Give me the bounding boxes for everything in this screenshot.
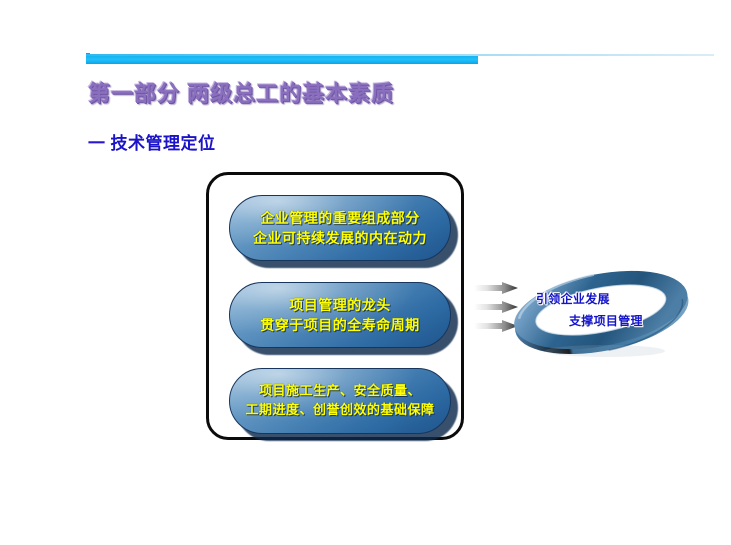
pill-body: 项目施工生产、安全质量、 工期进度、创誉创效的基础保障 — [229, 368, 451, 434]
diagram-group-frame: 企业管理的重要组成部分 企业可持续发展的内在动力 项目管理的龙头 贯穿于项目的全… — [206, 172, 464, 441]
pill-line: 企业管理的重要组成部分 — [260, 209, 420, 226]
subtitle-marker: 一 — [88, 134, 106, 153]
pill-line: 企业可持续发展的内在动力 — [253, 230, 427, 246]
arrow-group — [474, 281, 518, 333]
arrow-right-icon — [474, 281, 518, 294]
arrow-right-icon — [474, 300, 518, 313]
torus-shape: 引领企业发展 支撑项目管理 — [505, 263, 697, 359]
header-thick-bar — [86, 56, 478, 64]
arrow-right-icon — [474, 319, 518, 332]
pill-line: 项目施工生产、安全质量、 — [258, 383, 421, 399]
pill-line: 贯穿于项目的全寿命周期 — [260, 317, 420, 333]
pill-line: 工期进度、创誉创效的基础保障 — [245, 402, 435, 417]
diagram-pill-3[interactable]: 项目施工生产、安全质量、 工期进度、创誉创效的基础保障 — [229, 368, 458, 441]
pill-body: 项目管理的龙头 贯穿于项目的全寿命周期 — [229, 282, 451, 348]
header-thin-rule — [86, 54, 714, 56]
subtitle-label: 技术管理定位 — [110, 134, 216, 153]
diagram-pill-2[interactable]: 项目管理的龙头 贯穿于项目的全寿命周期 — [229, 282, 458, 355]
section-subtitle: 一技术管理定位 — [88, 129, 216, 154]
pill-body: 企业管理的重要组成部分 企业可持续发展的内在动力 — [229, 195, 451, 261]
pill-line: 项目管理的龙头 — [289, 296, 391, 313]
diagram-pill-1[interactable]: 企业管理的重要组成部分 企业可持续发展的内在动力 — [229, 195, 458, 268]
page-title: 第一部分 两级总工的基本素质 — [88, 81, 395, 106]
